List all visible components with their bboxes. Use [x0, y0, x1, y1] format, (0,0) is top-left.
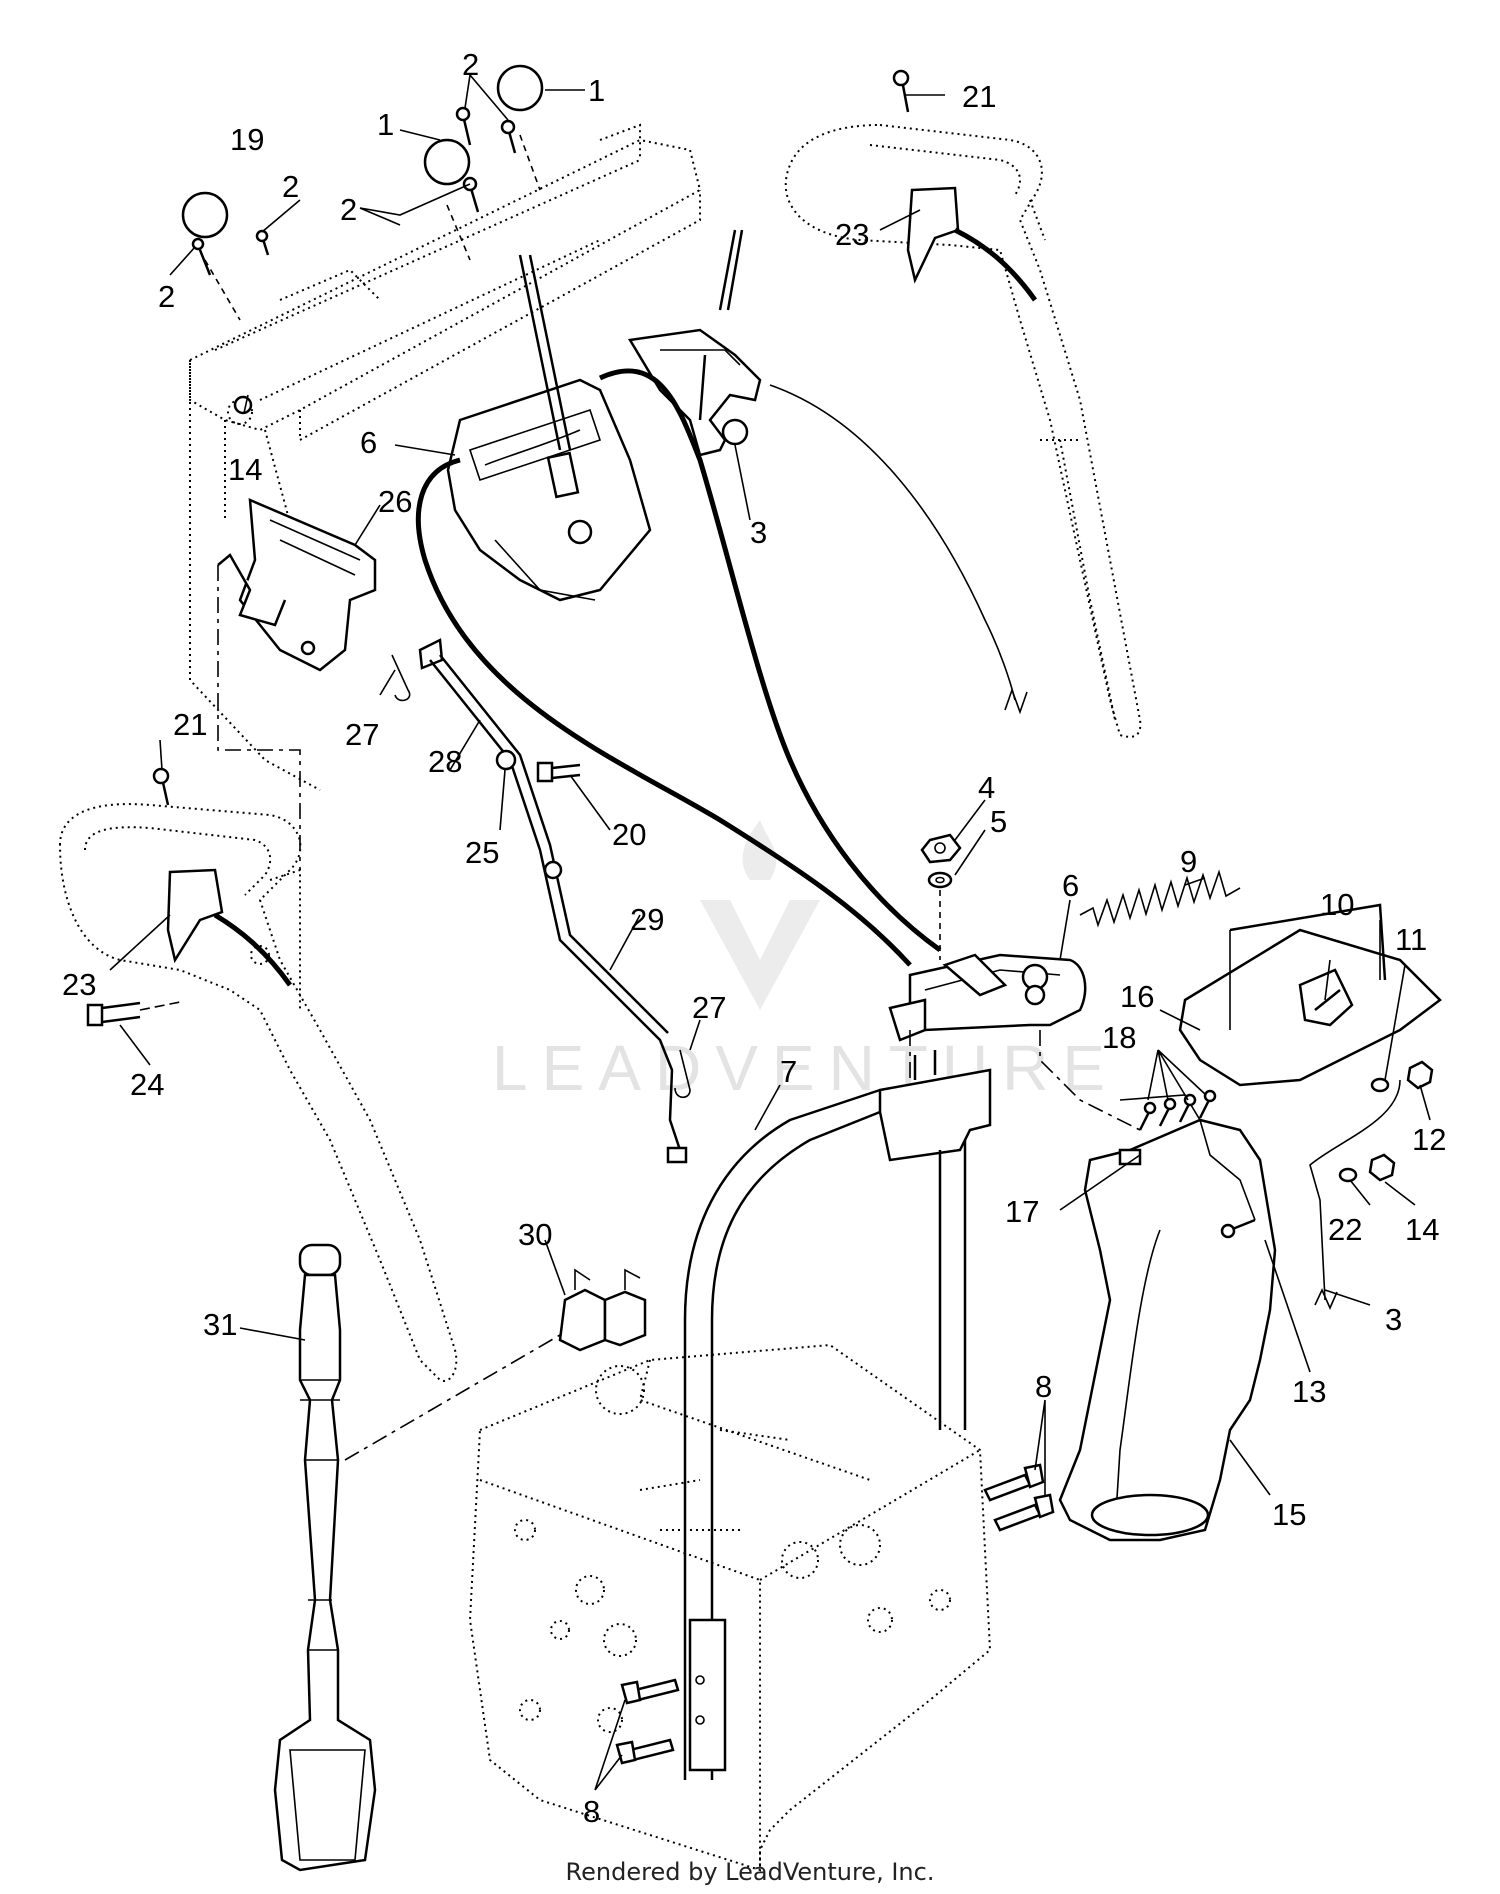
washer-11 [1370, 1077, 1390, 1093]
chute-cable [416, 457, 912, 967]
bolt-20 [536, 761, 581, 783]
callout-24: 24 [130, 1067, 164, 1102]
callout-19: 19 [230, 122, 264, 157]
control-bracket-23-left [166, 868, 293, 987]
bracket-26 [217, 498, 377, 672]
cable-3-lower [1309, 1079, 1401, 1301]
callout-1-left: 1 [377, 107, 394, 142]
callout-27-lower: 27 [692, 990, 726, 1025]
callout-7: 7 [780, 1054, 797, 1089]
clean-out-tool-31 [273, 1243, 377, 1872]
bolt-8-right-b [993, 1493, 1055, 1532]
callout-14-left: 14 [228, 452, 262, 487]
left-handle [58, 803, 458, 1382]
chute-crank-bracket-7 [683, 1050, 992, 1780]
knob-1-left [423, 138, 471, 186]
bolt-8-left-b [615, 1738, 675, 1765]
discharge-chute-15 [1058, 1094, 1277, 1542]
callout-22: 22 [1328, 1212, 1362, 1247]
callout-27-upper: 27 [345, 717, 379, 752]
clip-30 [558, 1268, 647, 1352]
screw-2-a [191, 237, 212, 276]
callout-30: 30 [518, 1217, 552, 1252]
knob-19 [181, 191, 229, 239]
hand-lever-assembly [627, 229, 762, 457]
callout-16: 16 [1120, 979, 1154, 1014]
bolt-8-left-a [620, 1678, 680, 1705]
washer-22 [1338, 1167, 1358, 1183]
bolt-21-right [892, 69, 910, 113]
callout-2-top: 2 [462, 47, 479, 82]
nut-12 [1406, 1060, 1434, 1090]
watermark-text: LEADVENTURE [492, 1032, 1119, 1104]
callout-6-bracket: 6 [1062, 868, 1079, 903]
callout-17: 17 [1005, 1194, 1039, 1229]
callout-15: 15 [1272, 1497, 1306, 1532]
callout-21-left: 21 [173, 707, 207, 742]
chute-control-housing [446, 254, 652, 602]
screw-2-c [462, 176, 480, 213]
footer-credit: Rendered by LeadVenture, Inc. [566, 1858, 935, 1886]
cable-3-upper [769, 384, 1016, 701]
screw-2-e [500, 119, 517, 154]
spring-9 [1079, 869, 1241, 928]
auger-housing [468, 1343, 992, 1872]
callout-25: 25 [465, 835, 499, 870]
callout-26: 26 [378, 484, 412, 519]
callout-4: 4 [978, 770, 995, 805]
callout-3-lever: 3 [750, 515, 767, 550]
callout-10: 10 [1320, 887, 1354, 922]
bolt-13 [1220, 1218, 1256, 1239]
bolt-24 [86, 1001, 181, 1027]
callout-29: 29 [630, 902, 664, 937]
callout-2-mid: 2 [340, 192, 357, 227]
callout-28: 28 [428, 744, 462, 779]
callout-11: 11 [1395, 922, 1427, 957]
callout-8-right: 8 [1035, 1369, 1052, 1404]
hairpin-27-upper [391, 654, 411, 702]
bolt-8-right-a [983, 1463, 1045, 1502]
chute-rod-28 [418, 638, 688, 1164]
callout-14-right: 14 [1405, 1212, 1439, 1247]
callout-labels: 1 1 2 2 2 2 3 3 4 5 6 6 7 8 8 9 10 11 12… [62, 47, 1446, 1829]
screw-2-d [455, 106, 472, 146]
callout-23-right: 23 [835, 217, 869, 252]
chute-deflector-16 [1178, 903, 1442, 1087]
callout-3-chute: 3 [1385, 1302, 1402, 1337]
chute-gear-bracket-6 [888, 953, 1087, 1042]
hairpin-27-lower [674, 1049, 691, 1099]
callout-31: 31 [203, 1307, 237, 1342]
callout-2-far-left: 2 [158, 279, 175, 314]
callout-5: 5 [990, 804, 1007, 839]
nut-14-right [1368, 1153, 1396, 1182]
callout-23-left: 23 [62, 967, 96, 1002]
nut-14-left [233, 395, 253, 415]
watermark: LEADVENTURE [492, 820, 1119, 1104]
handle-crossbar-panel [189, 123, 702, 791]
callout-13: 13 [1292, 1374, 1326, 1409]
callout-12: 12 [1412, 1122, 1446, 1157]
callout-20: 20 [612, 817, 646, 852]
right-handle [784, 123, 1142, 738]
callout-6-housing: 6 [360, 425, 377, 460]
screws-18 [1138, 1089, 1217, 1131]
leader-lines [109, 74, 1431, 1791]
callout-1-right: 1 [588, 73, 605, 108]
control-bracket-23-right [906, 186, 1038, 302]
chute-cable-upper [598, 368, 942, 953]
screw-2-b [255, 229, 270, 256]
callout-18: 18 [1102, 1020, 1136, 1055]
washer-5 [927, 871, 953, 889]
callout-8-bottom: 8 [583, 1794, 600, 1829]
callout-2-upper-left: 2 [282, 169, 299, 204]
callout-21-right: 21 [962, 79, 996, 114]
nut-4 [920, 833, 962, 864]
bolt-21-left [152, 767, 170, 806]
knob-1-right [496, 64, 544, 112]
callout-9: 9 [1180, 844, 1197, 879]
